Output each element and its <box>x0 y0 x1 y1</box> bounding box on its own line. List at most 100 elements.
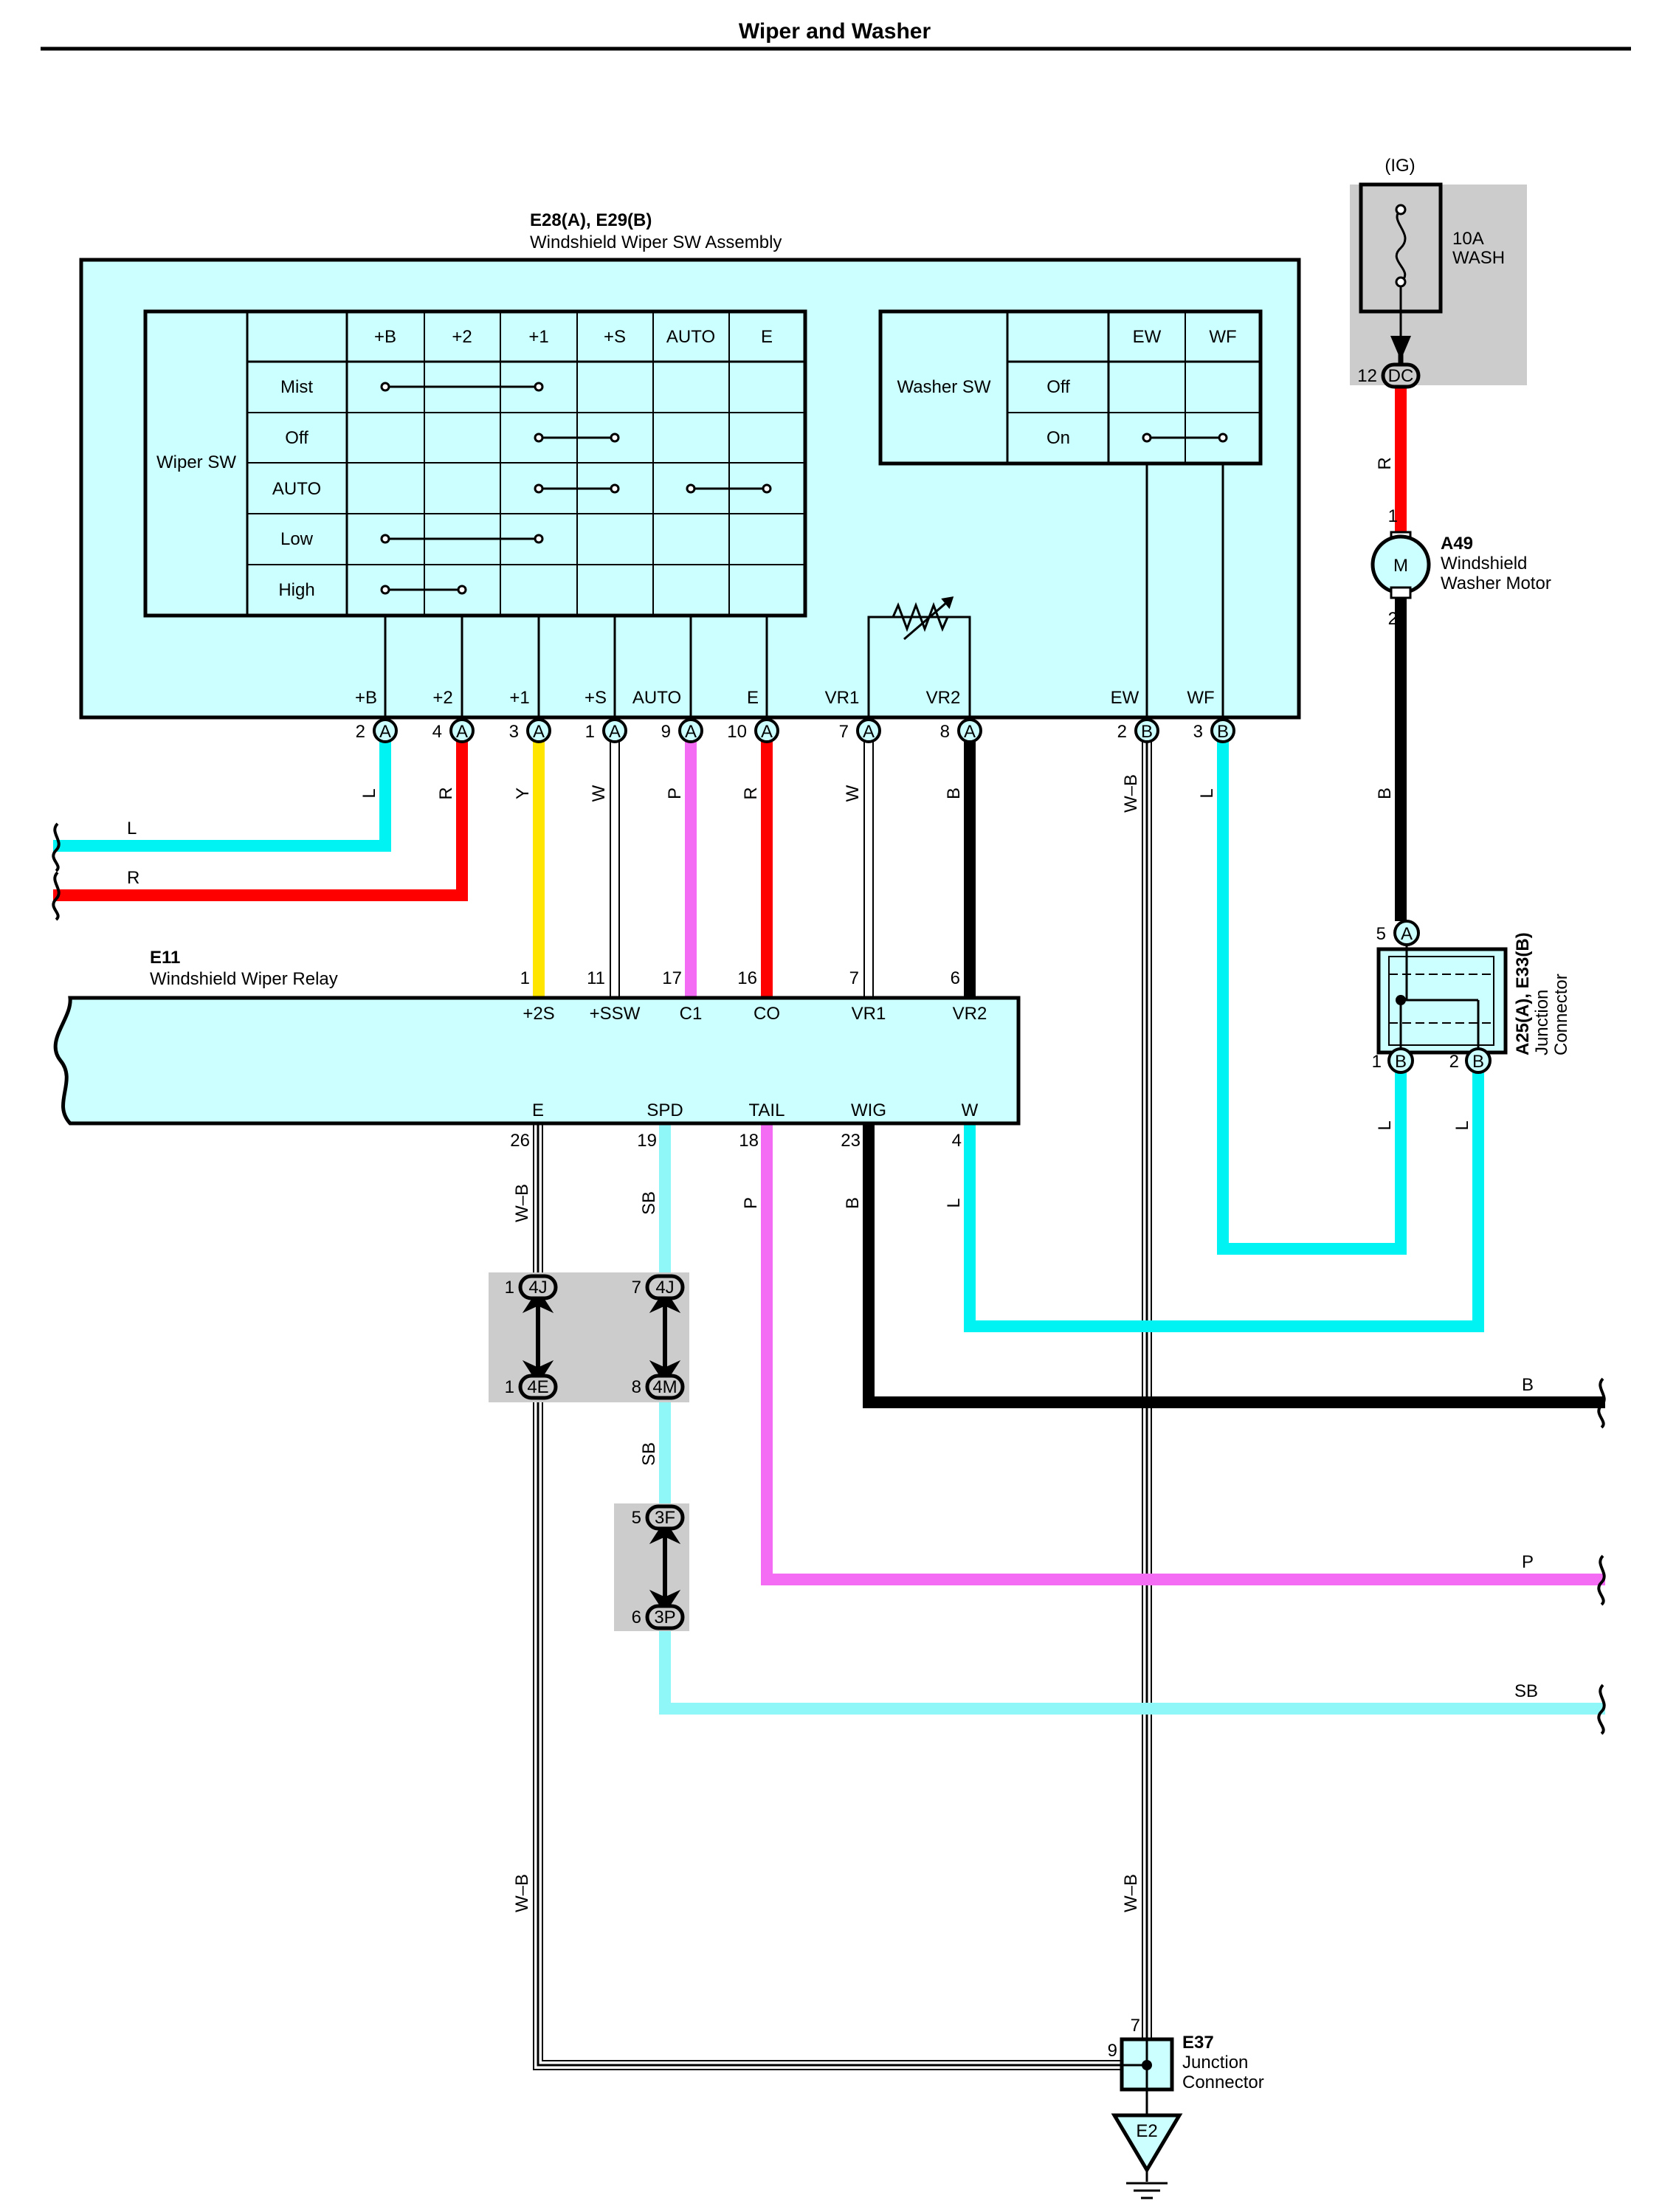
jc-a25-name-1: Junction <box>1532 990 1552 1055</box>
washer-motor-group: 1 M 2 A49 Windshield Washer Motor B <box>1370 506 1551 799</box>
sw-conn-vr2-letter: A <box>964 722 976 742</box>
sw-pin-ew: 2 <box>1117 722 1127 742</box>
wire-wig-b <box>863 1123 1605 1408</box>
jc-a25-name-2: Connector <box>1551 974 1571 1055</box>
sw-wire-s-color: W <box>589 785 609 802</box>
relay-pin-w: 4 <box>952 1131 962 1151</box>
junction-connector-e37: W–B W–B 7 9 E37 Junction Connector E2 <box>512 1874 1264 2199</box>
relay-term-w: W <box>962 1100 979 1120</box>
washer-sw-label: Washer SW <box>897 377 990 397</box>
sw-term-2: +2 <box>432 688 452 708</box>
sw-wire-auto-color: P <box>665 788 685 799</box>
relay-pin-co: 16 <box>737 968 757 988</box>
motor-name-1: Windshield <box>1441 554 1527 573</box>
sw-wire-b-color: L <box>359 788 379 798</box>
sw-pin-s: 1 <box>585 722 595 742</box>
sw-pin-vr2: 8 <box>940 722 950 742</box>
relay-pin-c1: 17 <box>662 968 682 988</box>
fuse-connector <box>1381 362 1421 389</box>
connector-4e-1 <box>518 1374 558 1400</box>
conn-3p-6-code: 3P <box>654 1608 675 1627</box>
right-wire-p-label: P <box>1522 1552 1534 1572</box>
conn-4j-1-code: 4J <box>528 1278 547 1298</box>
conn-4j-7-code: 4J <box>655 1278 674 1298</box>
conn-4e-1-code: 4E <box>527 1377 548 1397</box>
relay-pin-2s: 1 <box>520 968 530 988</box>
sw-term-1: +1 <box>509 688 529 708</box>
wire-spd-sb <box>659 1123 1605 1715</box>
conn-4m-8-code: 4M <box>652 1377 677 1397</box>
wiper-row-low: Low <box>280 529 314 549</box>
relay-wire-spd-color: SB <box>639 1191 659 1215</box>
sw-wire-vr1-color: W <box>843 785 863 802</box>
sb-between-label: SB <box>639 1442 659 1466</box>
washer-col-wf: WF <box>1209 327 1236 347</box>
wire-tail-p <box>761 1123 1605 1585</box>
sw-pin-vr1: 7 <box>839 722 849 742</box>
right-wire-breaks <box>1597 1377 1606 1735</box>
wiper-row-mist: Mist <box>280 377 313 397</box>
e37-wire-top: W–B <box>1121 1874 1141 1912</box>
jc-a25-wire-out1: L <box>1375 1120 1395 1130</box>
washer-row-off: Off <box>1046 377 1070 397</box>
relay-pin-e: 26 <box>510 1131 530 1151</box>
switch-terminal-names: +B +2 +1 +S AUTO E VR1 VR2 EW WF <box>355 688 1215 708</box>
wiper-col-auto: AUTO <box>666 327 715 347</box>
side-wire-labels: L R B P SB <box>127 819 1538 1701</box>
washer-row-on: On <box>1046 428 1070 448</box>
inline-connectors: 4J 4E 4J 4M 3F 3P 1 1 7 8 5 6 SB <box>489 1272 689 1631</box>
switch-wire-color-labels: L R Y W P R W B W–B L <box>359 774 1217 813</box>
jc-a25-code: A25(A), E33(B) <box>1513 932 1533 1055</box>
fuse-element <box>1395 208 1407 283</box>
fuse-name: WASH <box>1452 248 1505 268</box>
jc-a25-wire-out2: L <box>1452 1120 1472 1130</box>
wire-wf-l <box>1217 731 1407 1255</box>
left-wire-r-label: R <box>127 868 139 888</box>
motor-code: A49 <box>1441 534 1473 554</box>
connector-4j-7 <box>645 1274 685 1300</box>
conn-4j-7-pin: 7 <box>632 1278 641 1298</box>
sw-wire-e-color: R <box>741 787 761 799</box>
sw-conn-wf-letter: B <box>1217 722 1229 742</box>
relay-name: Windshield Wiper Relay <box>150 969 338 989</box>
sw-pin-2: 4 <box>432 722 442 742</box>
relay-bottom-terminals: E SPD TAIL WIG W 26 19 18 23 4 W–B SB P … <box>510 1100 978 1222</box>
fuse-source: (IG) <box>1385 156 1415 176</box>
wire-plus-b-l <box>53 731 391 852</box>
e37-wire-left: W–B <box>512 1874 532 1912</box>
washer-sw-table: Washer SW EW WF Off On <box>878 309 1263 466</box>
relay-wire-tail-color: P <box>741 1197 761 1209</box>
conn-4e-1-pin: 1 <box>505 1377 514 1397</box>
sw-pin-auto: 9 <box>661 722 671 742</box>
fuse-group: (IG) 10A WASH DC 12 R <box>1350 156 1527 470</box>
wiper-col-2: +2 <box>452 327 472 347</box>
sw-pin-wf: 3 <box>1193 722 1203 742</box>
sw-term-vr1: VR1 <box>825 688 860 708</box>
relay-term-c1: C1 <box>680 1004 703 1024</box>
relay-wire-wig-color: B <box>843 1197 863 1209</box>
e37-name-1: Junction <box>1182 2053 1248 2073</box>
wiper-col-1: +1 <box>528 327 548 347</box>
motor-name-2: Washer Motor <box>1441 573 1551 593</box>
sw-conn-2-letter: A <box>456 722 468 742</box>
e37-pin-top: 7 <box>1131 2016 1140 2036</box>
sw-wire-1-color: Y <box>513 788 533 799</box>
switch-assembly-name: Windshield Wiper SW Assembly <box>530 232 782 252</box>
relay-pin-tail: 18 <box>739 1131 759 1151</box>
sw-conn-vr1-letter: A <box>863 722 875 742</box>
conn-3f-5-code: 3F <box>655 1508 675 1528</box>
sw-term-s: +S <box>585 688 607 708</box>
fuse-rating: 10A <box>1452 229 1484 249</box>
conn-4m-8-pin: 8 <box>632 1377 641 1397</box>
sw-pin-e: 10 <box>727 722 747 742</box>
connector-3f-5 <box>645 1504 685 1531</box>
relay-wire-w-color: L <box>944 1198 964 1207</box>
relay-term-e: E <box>532 1100 544 1120</box>
wire-relay-w-l <box>964 1070 1484 1332</box>
right-wire-sb-label: SB <box>1514 1681 1538 1701</box>
sw-term-e: E <box>747 688 759 708</box>
right-wire-b-label: B <box>1522 1375 1534 1395</box>
sw-pin-b: 2 <box>356 722 365 742</box>
sw-conn-auto-letter: A <box>685 722 697 742</box>
